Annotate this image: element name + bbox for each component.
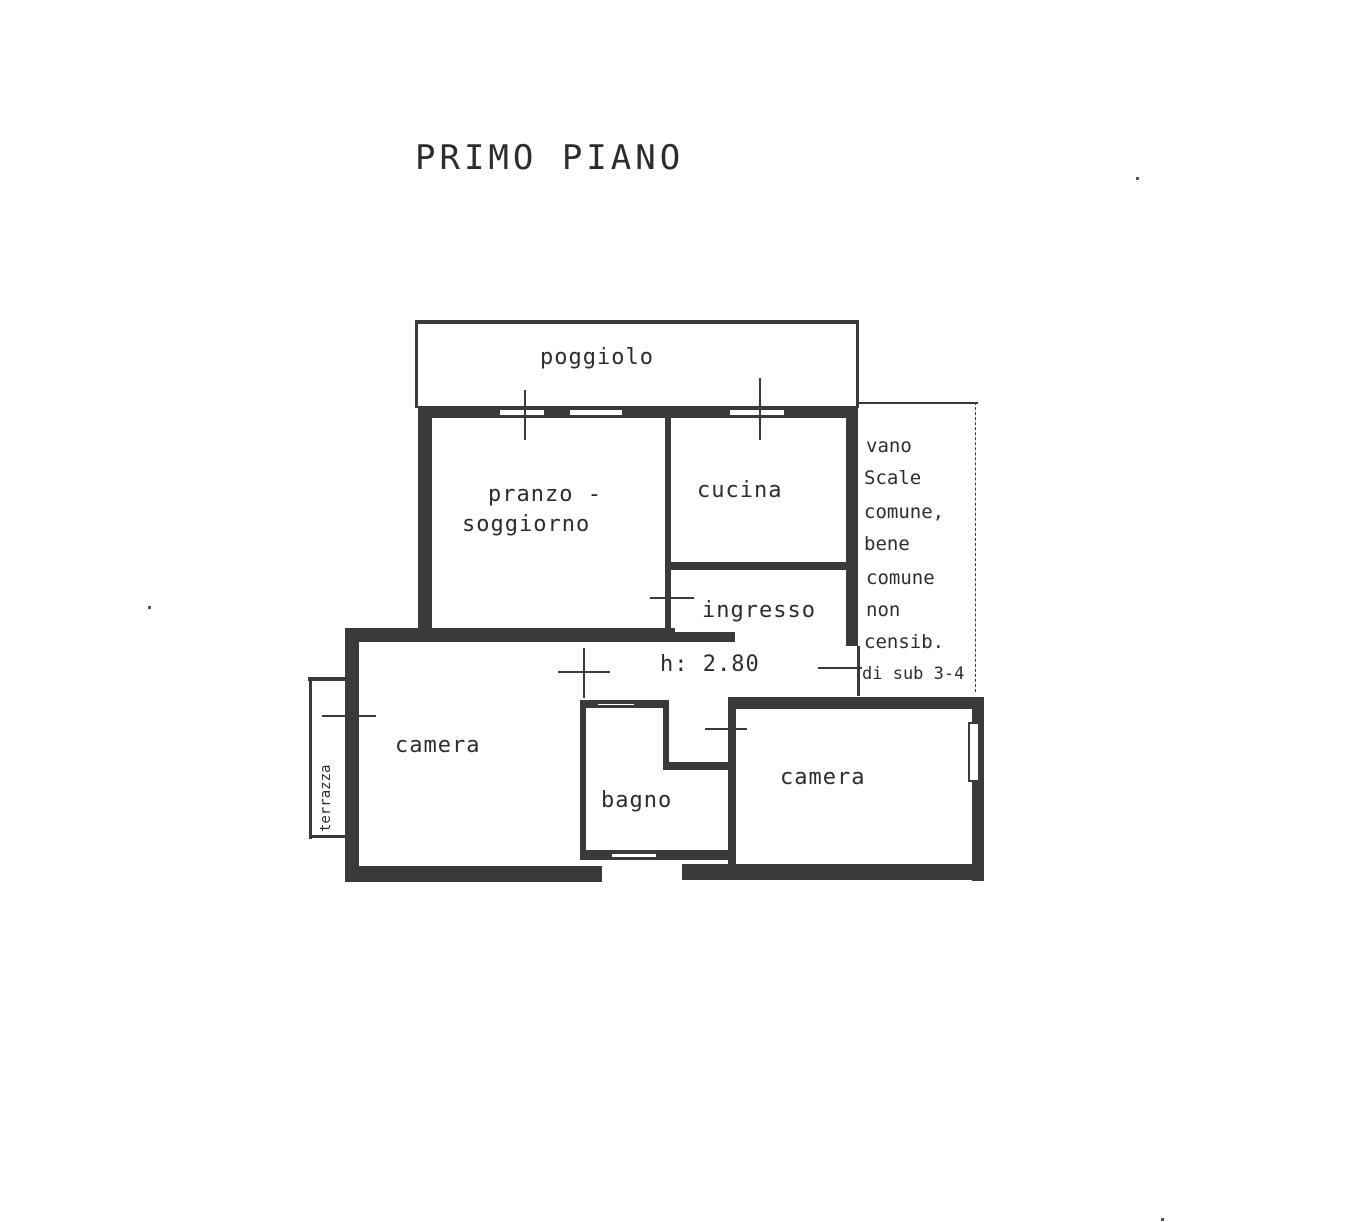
wall-top (418, 406, 858, 418)
window-pranzo-2 (568, 408, 624, 417)
stair-annotation-line-4: bene (864, 533, 910, 555)
door-mark-ingresso-v (665, 582, 667, 612)
door-mark-entrance (818, 667, 862, 669)
room-label-poggiolo: poggiolo (540, 345, 654, 370)
room-label-bagno: bagno (601, 788, 673, 813)
stair-annotation-line-2: Scale (864, 467, 922, 489)
wall-pranzo-left (418, 406, 432, 632)
window-bagno (610, 852, 658, 859)
window-camera-right (968, 722, 980, 782)
wall-pranzo-bottom (345, 628, 675, 642)
window-bagno-top (596, 702, 636, 707)
page-title: PRIMO PIANO (415, 138, 685, 178)
wall-cucina-ingresso (671, 562, 848, 570)
door-mark-ingresso-h (650, 597, 694, 599)
wall-camera-right-top (728, 697, 984, 709)
door-mark-bagno (705, 728, 747, 730)
balcony-top-edge (415, 320, 859, 324)
terrace-bottom (309, 835, 349, 838)
wall-ingresso-bottom (675, 632, 735, 642)
window-cucina (728, 408, 786, 417)
room-label-pranzo: pranzo - (488, 482, 602, 507)
room-label-camera-left: camera (395, 733, 481, 758)
window-pranzo (498, 408, 546, 417)
room-label-camera-right: camera (780, 765, 866, 790)
stair-annotation-line-5: comune (866, 567, 935, 589)
wall-right-upper (846, 406, 858, 646)
stair-annotation-line-6: non (866, 599, 901, 621)
wall-bagno-bottom (583, 850, 733, 860)
scan-speck (148, 606, 151, 609)
balcony-left-edge (415, 320, 418, 408)
wall-bagno-right (728, 700, 736, 866)
room-label-cucina: cucina (697, 478, 783, 503)
entrance-post (857, 646, 860, 696)
door-mark-cucina (759, 378, 761, 440)
room-label-ingresso: ingresso (702, 598, 816, 623)
wall-camera-left-left (345, 630, 359, 882)
stair-annotation-line-8: di sub 3-4 (862, 664, 965, 684)
wall-bottom-left (348, 866, 602, 882)
stair-box-top (856, 402, 978, 404)
stair-annotation-line-1: vano (866, 435, 912, 457)
door-mark-pranzo (524, 390, 526, 440)
room-label-soggiorno: soggiorno (462, 512, 591, 537)
wall-pranzo-cucina (665, 418, 671, 633)
terrace-left (309, 677, 312, 839)
wall-bagno-step-v (663, 700, 669, 770)
stair-box-right (975, 402, 978, 692)
balcony-right-edge (856, 320, 859, 408)
scan-speck (1161, 1218, 1164, 1221)
ceiling-height-label: h: 2.80 (660, 652, 760, 677)
terrace-top (308, 677, 348, 681)
wall-camera-left-right (580, 700, 586, 860)
wall-bottom-right (682, 864, 984, 880)
stair-annotation-line-3: comune, (864, 501, 945, 523)
door-mark-camera-left-v (583, 648, 585, 698)
wall-bagno-step-h (663, 762, 733, 770)
scan-speck (1136, 177, 1139, 180)
room-label-terrazza: terrazza (318, 764, 334, 832)
door-mark-terrace (322, 715, 376, 717)
stair-annotation-line-7: censib. (864, 631, 945, 653)
